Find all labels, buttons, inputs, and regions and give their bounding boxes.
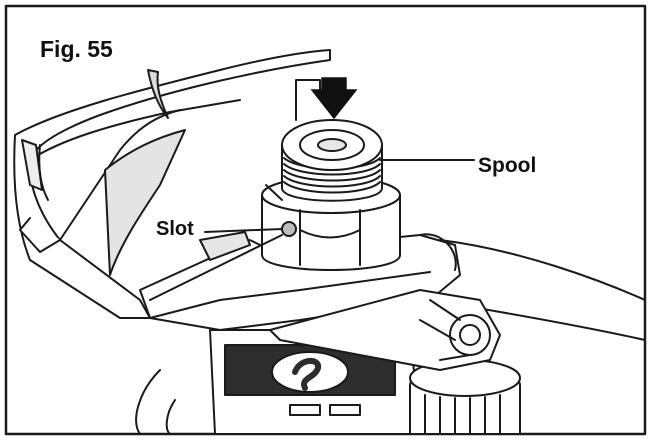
spool [282,120,382,201]
slot-hole [282,222,296,236]
slot-callout: Slot [156,218,194,241]
spool-callout: Spool [478,154,536,178]
figure-label: Fig. 55 [40,36,113,63]
adjustment-knob [410,360,520,434]
